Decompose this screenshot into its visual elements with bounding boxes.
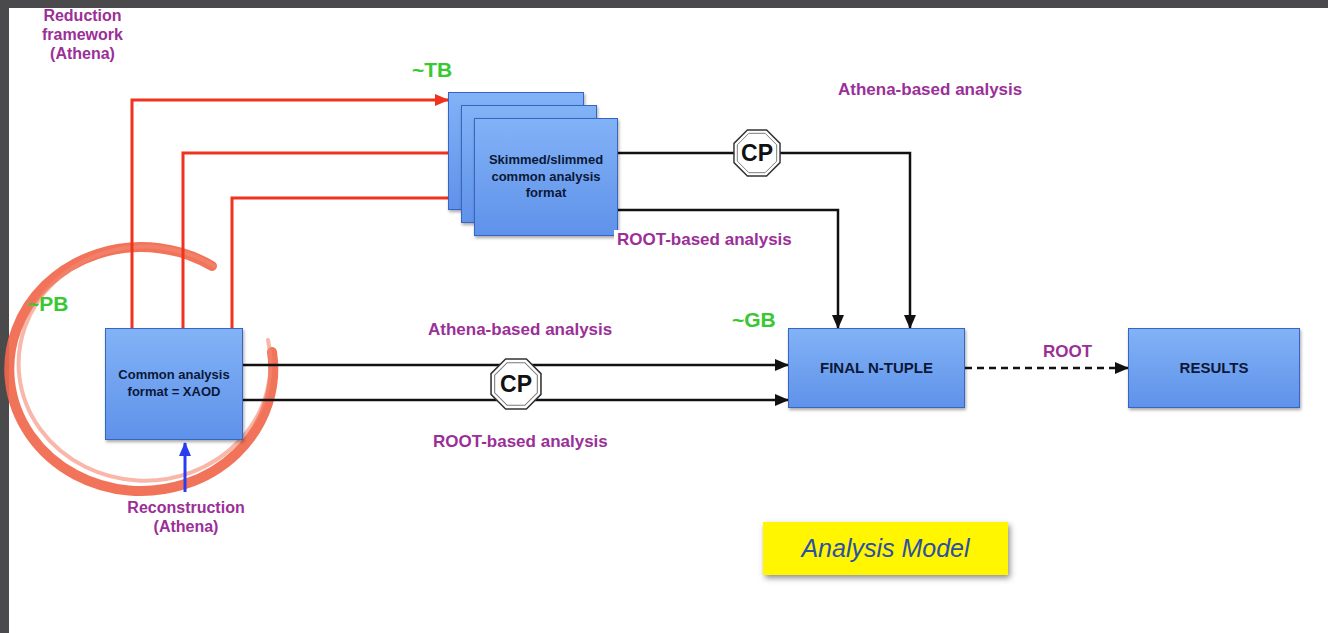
edge-label: Athena-based analysis — [835, 80, 1025, 100]
focus-circle — [9, 247, 273, 491]
size-label: ~PB — [27, 292, 68, 316]
process-box: Common analysis format = XAOD — [105, 328, 243, 440]
edge-label: ROOT-based analysis — [430, 432, 611, 452]
input-arrow — [184, 443, 187, 492]
process-box: RESULTS — [1128, 328, 1300, 408]
edge-label: Athena-based analysis — [425, 320, 615, 340]
edge-label: ROOT — [1040, 342, 1095, 362]
reduction-arrow — [183, 153, 461, 328]
page-background — [9, 8, 1328, 633]
title-box: Analysis Model — [763, 522, 1008, 575]
octagon-text: CP — [741, 140, 773, 167]
box-text: FINAL N-TUPLE — [814, 354, 939, 382]
box-text: Skimmed/slimmed common analysis format — [475, 148, 617, 207]
flow-arrow — [618, 210, 838, 328]
box-text: Common analysis format = XAOD — [106, 363, 242, 405]
edge-label: ROOT-based analysis — [614, 230, 795, 250]
octagon-text: CP — [500, 371, 532, 398]
note-label: Reduction framework (Athena) — [25, 6, 140, 64]
process-box: Skimmed/slimmed common analysis format — [474, 118, 618, 236]
note-label: Reconstruction (Athena) — [116, 498, 256, 536]
process-box: FINAL N-TUPLE — [788, 328, 965, 408]
stacked-box: Skimmed/slimmed common analysis format — [448, 92, 618, 236]
reduction-arrow — [232, 198, 474, 328]
size-label: ~GB — [732, 308, 776, 332]
cp-octagon: CP — [490, 358, 542, 410]
cp-octagon: CP — [733, 129, 781, 177]
reduction-arrow — [132, 100, 448, 328]
flow-arrow — [965, 367, 1128, 370]
size-label: ~TB — [412, 58, 452, 82]
box-text: RESULTS — [1174, 354, 1255, 382]
title-text: Analysis Model — [791, 530, 979, 567]
